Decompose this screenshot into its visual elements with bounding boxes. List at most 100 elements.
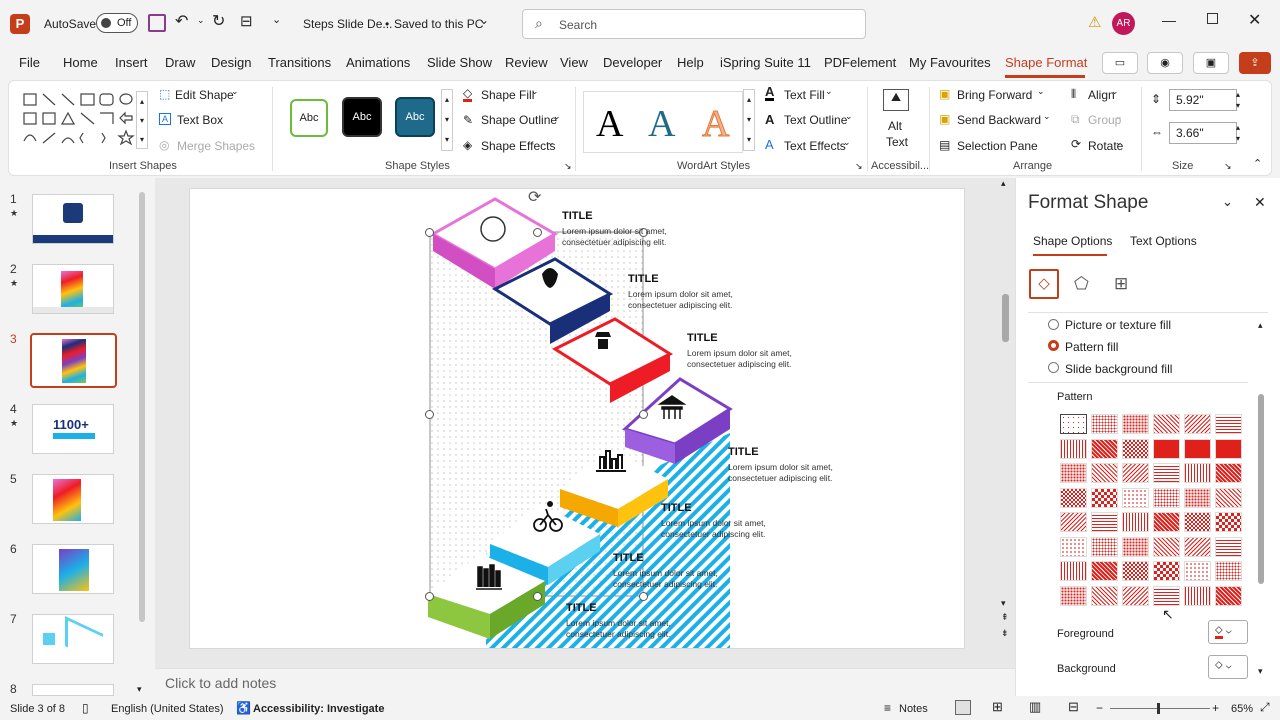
- resize-handle[interactable]: [425, 410, 434, 419]
- restore-icon[interactable]: [1207, 13, 1218, 24]
- dialog-launcher-icon[interactable]: ↘: [1224, 161, 1232, 171]
- zoom-slider-thumb[interactable]: [1157, 703, 1160, 714]
- tab-animations[interactable]: Animations: [346, 55, 411, 70]
- slide-counter[interactable]: Slide 3 of 8: [10, 703, 66, 715]
- close-pane-icon[interactable]: ✕: [1254, 194, 1266, 210]
- tab-insert[interactable]: Insert: [115, 55, 148, 70]
- tab-draw[interactable]: Draw: [165, 55, 196, 70]
- chevron-down-icon[interactable]: ⌄: [231, 86, 239, 96]
- pattern-swatch[interactable]: [1122, 585, 1149, 606]
- pattern-swatch[interactable]: [1215, 438, 1242, 459]
- style-swatch-white[interactable]: Abc: [290, 99, 328, 137]
- tab-developer[interactable]: Developer: [603, 55, 663, 70]
- teams-button[interactable]: ▣: [1193, 52, 1229, 74]
- alt-text-label-1[interactable]: Alt: [888, 119, 903, 133]
- collapse-ribbon-icon[interactable]: ⌃: [1253, 158, 1263, 170]
- pattern-grid[interactable]: [1060, 414, 1250, 610]
- tab-text-options[interactable]: Text Options: [1130, 234, 1197, 248]
- edit-shape-button[interactable]: Edit Shape: [175, 88, 234, 102]
- slide-thumbnail-1[interactable]: [32, 194, 114, 244]
- accessibility-status[interactable]: Accessibility: Investigate: [253, 703, 385, 715]
- fill-line-icon[interactable]: ◇: [1029, 269, 1059, 299]
- pattern-swatch[interactable]: [1215, 463, 1242, 483]
- wordart-orange[interactable]: A: [701, 103, 730, 146]
- pattern-swatch[interactable]: [1060, 414, 1087, 434]
- dialog-launcher-icon[interactable]: ↘: [564, 161, 572, 171]
- pattern-fill-radio[interactable]: [1048, 340, 1059, 351]
- width-stepper[interactable]: ▴▾: [1236, 123, 1241, 143]
- foreground-color-button[interactable]: ⬦ ⌄: [1208, 620, 1248, 644]
- pattern-swatch[interactable]: [1060, 536, 1087, 557]
- picture-fill-label[interactable]: Picture or texture fill: [1065, 318, 1172, 332]
- resize-handle[interactable]: [639, 592, 648, 601]
- zoom-slider[interactable]: [1110, 703, 1210, 714]
- pattern-swatch[interactable]: [1184, 585, 1211, 606]
- notes-button[interactable]: Notes: [899, 703, 928, 715]
- pattern-swatch[interactable]: [1122, 512, 1149, 532]
- wordart-gallery[interactable]: A A A: [583, 91, 743, 153]
- pattern-swatch[interactable]: [1215, 414, 1242, 434]
- save-status[interactable]: Saved to this PC: [394, 17, 484, 31]
- pattern-swatch[interactable]: [1184, 463, 1211, 483]
- warning-icon[interactable]: ⚠: [1088, 14, 1102, 31]
- resize-handle[interactable]: [533, 228, 542, 237]
- pattern-swatch[interactable]: [1215, 512, 1242, 532]
- pattern-fill-label[interactable]: Pattern fill: [1065, 340, 1119, 354]
- resize-handle[interactable]: [425, 592, 434, 601]
- shape-fill-button[interactable]: Shape Fill: [481, 88, 535, 102]
- minimize-icon[interactable]: —: [1162, 12, 1176, 28]
- customize-qat-icon[interactable]: ⌄: [272, 14, 282, 26]
- tab-review[interactable]: Review: [505, 55, 548, 70]
- tab-shape-options[interactable]: Shape Options: [1033, 234, 1113, 248]
- tab-file[interactable]: File: [19, 55, 40, 70]
- chevron-down-icon[interactable]: ⌄: [825, 86, 833, 96]
- pane-scroll-up-icon[interactable]: ▴: [1258, 320, 1263, 330]
- rotate-handle-icon[interactable]: ⟳: [528, 189, 542, 206]
- slide-thumbnail-2[interactable]: [32, 264, 114, 314]
- group-button[interactable]: Group: [1088, 113, 1122, 127]
- shapes-gallery-scroll[interactable]: ▴▾▾: [136, 91, 148, 149]
- style-swatch-blue[interactable]: Abc: [395, 97, 435, 137]
- pattern-swatch[interactable]: [1060, 512, 1087, 532]
- scroll-down-icon[interactable]: ▾: [137, 684, 142, 694]
- spelling-icon[interactable]: ▯: [82, 701, 89, 715]
- pattern-swatch[interactable]: [1153, 438, 1180, 459]
- pattern-swatch[interactable]: [1060, 487, 1087, 508]
- chevron-down-icon[interactable]: ⌄: [1115, 137, 1123, 147]
- zoom-in-icon[interactable]: +: [1212, 701, 1220, 715]
- pattern-swatch[interactable]: [1184, 561, 1211, 581]
- wordart-black[interactable]: A: [596, 103, 624, 145]
- wordart-scroll[interactable]: ▴▾▾: [743, 89, 755, 151]
- pane-options-icon[interactable]: ⌄: [1222, 194, 1233, 209]
- normal-view-icon[interactable]: [955, 700, 971, 715]
- slide-thumbnail-6[interactable]: [32, 544, 114, 594]
- align-button[interactable]: Align: [1088, 88, 1115, 102]
- width-field[interactable]: 3.66": [1169, 122, 1237, 144]
- chevron-down-icon[interactable]: ⌄: [1043, 111, 1051, 121]
- slide-bg-fill-radio[interactable]: [1048, 362, 1059, 373]
- pattern-swatch[interactable]: [1215, 536, 1242, 557]
- pattern-swatch[interactable]: [1215, 561, 1242, 581]
- size-properties-icon[interactable]: ⊞: [1114, 274, 1129, 293]
- style-swatch-black[interactable]: Abc: [342, 97, 382, 137]
- pattern-swatch[interactable]: [1091, 414, 1118, 434]
- slide-thumbnail-8[interactable]: [32, 684, 114, 696]
- text-outline-button[interactable]: Text Outline: [784, 113, 848, 127]
- tab-slide-show[interactable]: Slide Show: [427, 55, 493, 70]
- merge-shapes-button[interactable]: Merge Shapes: [177, 139, 256, 153]
- tab-design[interactable]: Design: [211, 55, 252, 70]
- slide-sorter-icon[interactable]: ⊞: [992, 699, 1003, 714]
- search-box[interactable]: ⌕ Search: [522, 9, 866, 39]
- resize-handle[interactable]: [639, 228, 648, 237]
- pattern-swatch[interactable]: [1153, 414, 1180, 434]
- canvas-scroll-down-icon[interactable]: ▾: [1001, 598, 1006, 608]
- pane-scroll-down-icon[interactable]: ▾: [1258, 666, 1263, 676]
- chevron-down-icon[interactable]: ⌄: [845, 111, 853, 121]
- tab-shape-format[interactable]: Shape Format: [1005, 55, 1088, 70]
- prev-slide-icon[interactable]: ⇞: [1001, 612, 1009, 622]
- slide-bg-fill-label[interactable]: Slide background fill: [1065, 362, 1173, 376]
- send-backward-button[interactable]: Send Backward: [957, 113, 1042, 127]
- tab-pdfelement[interactable]: PDFelement: [824, 55, 897, 70]
- slide-thumbnail-4[interactable]: 1100+: [32, 404, 114, 454]
- pattern-swatch[interactable]: [1184, 414, 1211, 434]
